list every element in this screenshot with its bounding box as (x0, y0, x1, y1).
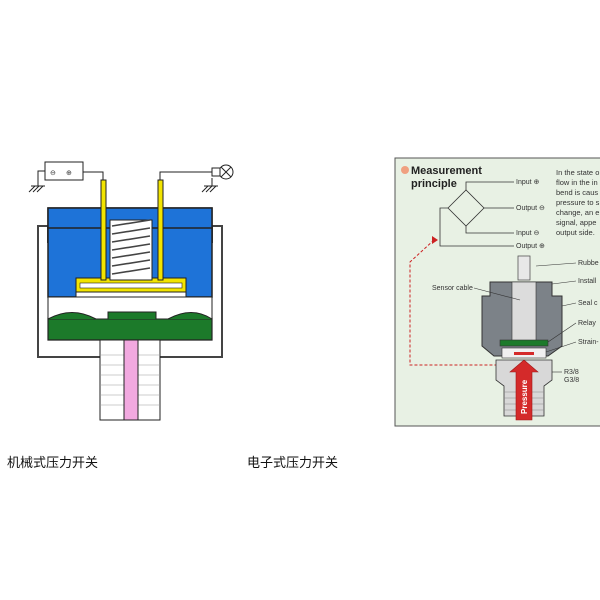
pressure-stem (123, 339, 139, 421)
label-install: Install (578, 278, 597, 285)
svg-text:bend is caus: bend is caus (556, 188, 598, 197)
electronic-switch-diagram: Measurement principle In the state o flo… (394, 157, 600, 427)
label-relay: Relay (578, 320, 596, 327)
left-terminal-pin (100, 179, 107, 281)
battery-plus: ⊕ (66, 170, 72, 177)
caption-mechanical: 机械式压力开关 (7, 456, 99, 471)
pressure-label: Pressure (520, 379, 529, 414)
svg-text:signal, appe: signal, appe (556, 218, 596, 227)
relay-board (499, 339, 549, 347)
label-strain: Strain- (578, 339, 599, 346)
bridge-circuit (439, 181, 514, 247)
ground-icon-right (201, 178, 218, 193)
caption-electronic: 电子式压力开关 (247, 456, 339, 471)
battery-minus: ⊖ (50, 170, 56, 177)
leader-lines (473, 262, 577, 373)
label-g38: G3/8 (564, 377, 579, 384)
label-seal: Seal c (578, 300, 598, 307)
svg-text:flow in the in: flow in the in (556, 178, 598, 187)
signal-path (409, 239, 512, 366)
right-terminal-pin (157, 179, 164, 281)
svg-text:pressure to s: pressure to s (556, 198, 600, 207)
pressure-arrow (509, 359, 539, 421)
left-wire (83, 171, 104, 180)
part-labels: Sensor cable Rubbe Install Seal c Relay … (432, 260, 599, 384)
lamp-icon (211, 164, 234, 180)
mechanical-switch-diagram: ⊖ ⊕ (28, 161, 234, 421)
diaphragm-wave (47, 311, 213, 320)
title-line1: Measurement (411, 165, 482, 177)
svg-text:change, an e: change, an e (556, 208, 599, 217)
strain-element (514, 352, 534, 355)
title-line2: principle (411, 178, 457, 190)
spring-coils (111, 219, 151, 275)
label-r38: R3/8 (564, 369, 579, 376)
label-rubber: Rubbe (578, 260, 599, 267)
contact-plate-inner (79, 282, 183, 289)
ground-icon-left (28, 170, 45, 193)
label-sensor-cable: Sensor cable (432, 285, 473, 292)
svg-text:output side.: output side. (556, 228, 595, 237)
label-input-plus: Input ⊕ (516, 179, 540, 186)
label-output-plus: Output ⊕ (516, 243, 545, 250)
title-dot (401, 166, 409, 174)
label-input-minus: Input ⊖ (516, 230, 540, 237)
description-text: In the state o flow in the in bend is ca… (556, 168, 600, 237)
right-wire (159, 171, 212, 180)
svg-text:In the state o: In the state o (556, 168, 599, 177)
signal-arrow-head (432, 236, 438, 244)
label-output-minus: Output ⊖ (516, 205, 545, 212)
housing-inner (511, 281, 537, 345)
sensor-cable (517, 255, 531, 281)
